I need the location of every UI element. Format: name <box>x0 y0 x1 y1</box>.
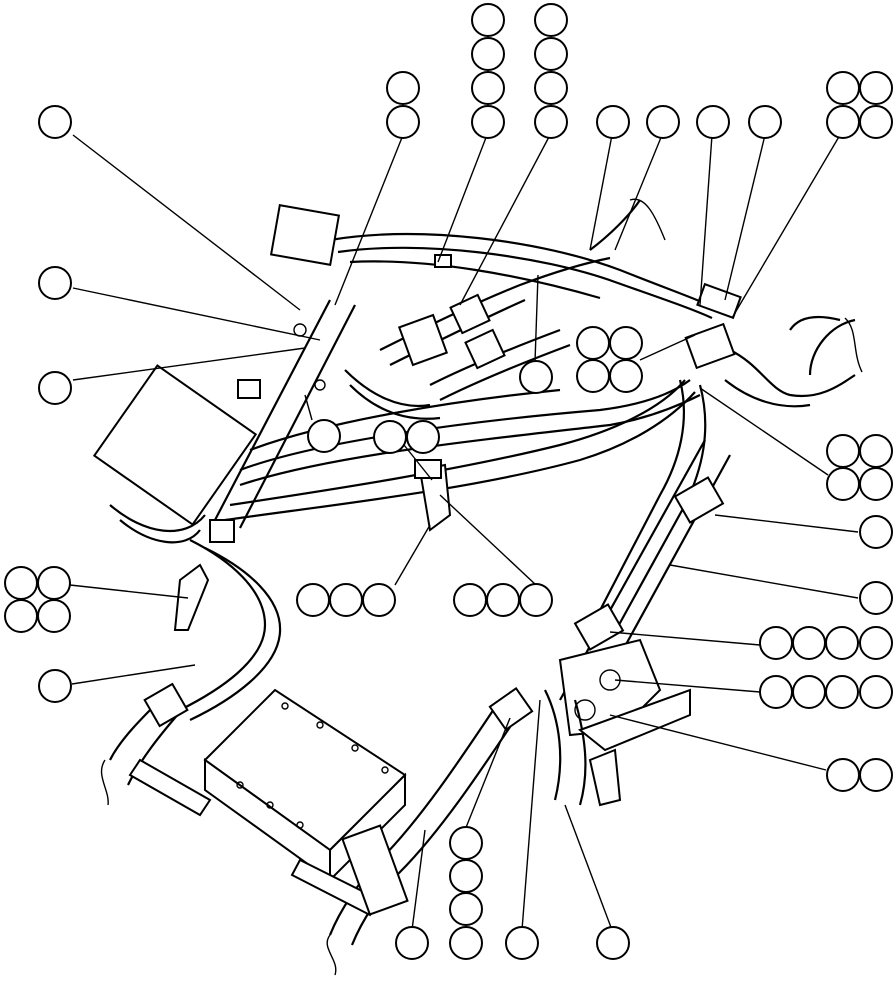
callout-balloon <box>534 37 568 71</box>
callout-balloon <box>406 420 440 454</box>
callout-balloon <box>826 758 860 792</box>
callout-balloon <box>576 326 610 360</box>
callout-balloons <box>4 3 893 960</box>
clamp-parts <box>209 254 452 543</box>
lower-right-fittings <box>544 638 691 807</box>
callout-balloon <box>38 669 72 703</box>
leader-lines <box>69 134 859 931</box>
callout-balloon <box>859 675 893 709</box>
mounting-bracket <box>128 688 409 917</box>
callout-balloon <box>859 626 893 660</box>
callout-balloon <box>471 3 505 37</box>
callout-balloon <box>449 926 483 960</box>
callout-balloon <box>748 105 782 139</box>
callout-balloon <box>609 359 643 393</box>
callout-balloon <box>373 420 407 454</box>
callout-balloon <box>826 434 860 468</box>
callout-balloon <box>826 71 860 105</box>
left-pipe-assembly <box>92 204 356 721</box>
callout-balloon <box>362 583 396 617</box>
callout-balloon <box>329 583 363 617</box>
callout-balloon <box>859 467 893 501</box>
callout-balloon <box>38 371 72 405</box>
callout-balloon <box>453 583 487 617</box>
callout-balloon <box>4 599 38 633</box>
callout-balloon <box>37 599 71 633</box>
callout-balloon <box>307 419 341 453</box>
upper-harness <box>329 198 721 320</box>
center-couplings <box>344 256 611 420</box>
callout-balloon <box>859 71 893 105</box>
callout-balloon <box>296 583 330 617</box>
callout-balloon <box>826 105 860 139</box>
callout-balloon <box>519 360 553 394</box>
callout-balloon <box>38 105 72 139</box>
middle-hoses <box>224 379 701 522</box>
callout-balloon <box>534 71 568 105</box>
callout-balloon <box>792 626 826 660</box>
callout-balloon <box>386 105 420 139</box>
lower-left-pipe <box>100 682 189 806</box>
callout-balloon <box>859 515 893 549</box>
callout-balloon <box>534 3 568 37</box>
callout-balloon <box>471 37 505 71</box>
callout-balloon <box>519 583 553 617</box>
callout-balloon <box>449 859 483 893</box>
callout-balloon <box>759 626 793 660</box>
callout-balloon <box>596 105 630 139</box>
callout-balloon <box>859 105 893 139</box>
callout-balloon <box>759 675 793 709</box>
callout-balloon <box>859 434 893 468</box>
callout-balloon <box>37 566 71 600</box>
hose-assembly-drawing <box>92 198 863 976</box>
callout-balloon <box>826 467 860 501</box>
callout-balloon <box>859 758 893 792</box>
callout-balloon <box>449 892 483 926</box>
callout-balloon <box>386 71 420 105</box>
callout-balloon <box>792 675 826 709</box>
callout-balloon <box>596 926 630 960</box>
callout-balloon <box>4 566 38 600</box>
callout-balloon <box>395 926 429 960</box>
callout-balloon <box>825 626 859 660</box>
callout-balloon <box>696 105 730 139</box>
callout-balloon <box>859 581 893 615</box>
callout-balloon <box>609 326 643 360</box>
callout-balloon <box>646 105 680 139</box>
callout-balloon <box>825 675 859 709</box>
callout-balloon <box>471 71 505 105</box>
callout-balloon <box>449 826 483 860</box>
callout-balloon <box>471 105 505 139</box>
callout-balloon <box>38 266 72 300</box>
callout-balloon <box>534 105 568 139</box>
right-upper-bend <box>684 282 863 408</box>
callout-balloon <box>505 926 539 960</box>
lower-pipe <box>326 686 534 976</box>
callout-balloon <box>486 583 520 617</box>
callout-balloon <box>576 359 610 393</box>
